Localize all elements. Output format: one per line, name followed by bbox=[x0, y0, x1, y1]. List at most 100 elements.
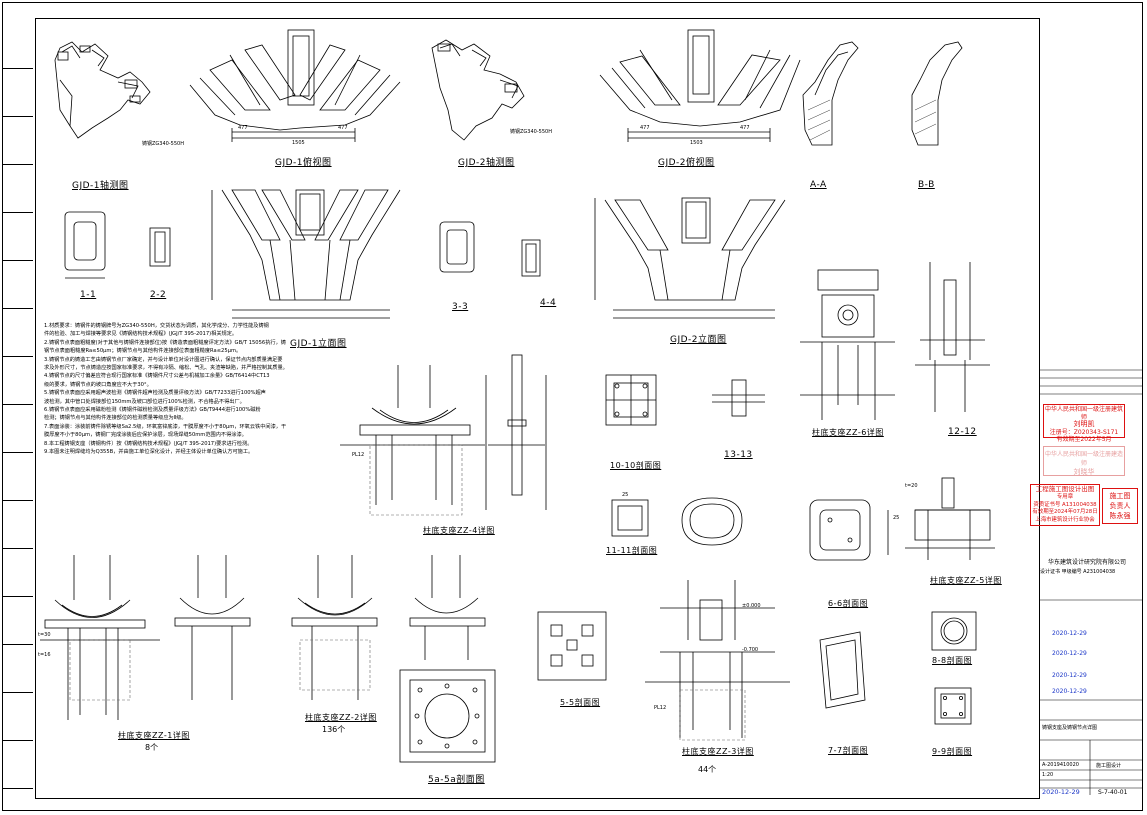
section-1111-figure bbox=[611, 499, 649, 537]
caption-section-77: 7-7剖面图 bbox=[828, 746, 869, 755]
caption-section-aa: A-A bbox=[810, 180, 827, 190]
dim-1503: 1503 bbox=[690, 140, 703, 146]
zz3-figure bbox=[645, 580, 790, 738]
registered-engineer-stamp: 中华人民共和国一级注册建筑师 刘明凯 注册号：Z020343-S171 有效期至… bbox=[1043, 404, 1125, 444]
note-line: 钢节点表面粗糙度Ra≤50μm；铸钢节点与其他构件连接部位表面粗糙度Ra≤25μ… bbox=[44, 348, 242, 355]
dim-477a: 477 bbox=[238, 125, 248, 131]
section-1212-figure bbox=[915, 262, 990, 412]
note-line: 4.铸钢节点的尺寸偏差应符合现行国家标准《铸钢件尺寸公差与机械加工余量》GB/T… bbox=[44, 373, 270, 380]
note-line: 3.铸钢节点的铸造工艺由铸钢节点厂家确定，并与设计单位对设计图进行确认，保证节点… bbox=[44, 356, 283, 363]
caption-section-44: 4-4 bbox=[540, 298, 557, 308]
caption-section-bb: B-B bbox=[918, 180, 935, 190]
note-line: 9.本图未注明焊缝均为Q355B，并由施工单位深化设计，并经主体设计单位确认方可… bbox=[44, 449, 254, 456]
zz1-figure bbox=[40, 555, 160, 720]
drawing-title: 铸钢支座及铸钢节点详图 bbox=[1042, 725, 1098, 731]
design-certificate: 设计证书 甲级编号 A231004038 bbox=[1040, 569, 1116, 575]
caption-section-33: 3-3 bbox=[452, 302, 469, 312]
zz3-count: 44个 bbox=[698, 765, 717, 774]
design-phase: 施工图设计 bbox=[1096, 763, 1122, 769]
sign-date: 2020-12-29 bbox=[1052, 630, 1087, 637]
material-label-1: 铸钢ZG340-550H bbox=[142, 141, 184, 147]
label-elev-2: -0.700 bbox=[742, 647, 759, 653]
caption-section-22: 2-2 bbox=[150, 290, 167, 300]
label-rod-a: 25 bbox=[622, 492, 629, 498]
caption-zz6: 柱底支座ZZ-6详图 bbox=[812, 428, 884, 437]
gjd1-elevation-figure bbox=[211, 189, 401, 319]
label-t20: t=20 bbox=[905, 483, 918, 489]
section-1313-figure bbox=[712, 379, 765, 417]
note-line: 7.表面涂装：涂装前铸件除锈等级Sa2.5级，环氧富锌底漆，干膜厚度不小于80μ… bbox=[44, 423, 287, 430]
note-line: 级的要求，铸钢节点的坡口角度应不大于30°。 bbox=[44, 381, 152, 388]
caption-section-1111: 11-11剖面图 bbox=[606, 546, 658, 555]
section-1111-profile bbox=[681, 497, 743, 546]
caption-section-1212: 12-12 bbox=[948, 427, 977, 437]
section-77-figure bbox=[819, 631, 866, 709]
caption-section-99: 9-9剖面图 bbox=[932, 747, 973, 756]
sign-date: 2020-12-29 bbox=[1052, 672, 1087, 679]
caption-gjd2-axo: GJD-2轴测图 bbox=[458, 158, 515, 168]
issue-date: 2020-12-29 bbox=[1042, 788, 1080, 796]
section-88-figure bbox=[931, 611, 977, 651]
label-rod-b: 25 bbox=[893, 515, 900, 521]
caption-section-5a5a: 5a-5a剖面图 bbox=[428, 775, 485, 785]
zz1-side-figure bbox=[174, 555, 251, 700]
section-44-figure bbox=[521, 239, 541, 277]
zz2-figure bbox=[291, 555, 378, 700]
caption-zz3: 柱底支座ZZ-3详图 bbox=[682, 747, 754, 756]
caption-gjd2-elevation: GJD-2立面图 bbox=[670, 335, 727, 345]
note-line: 8.本工程铸钢支座（铸钢构件）按《铸钢结构技术规程》(JGJ/T 395-201… bbox=[44, 440, 253, 447]
caption-gjd1-plan: GJD-1俯视图 bbox=[275, 158, 332, 168]
note-line: 2.铸钢节点表面粗糙度(对于其他与铸钢件连接部位)按《铸造表面粗糙度评定方法》G… bbox=[44, 339, 286, 346]
company-name: 华东建筑设计研究院有限公司 bbox=[1048, 559, 1127, 566]
note-line: 6.铸钢节点表面应采用磁粉检测《铸钢件磁粉检测及质量评级方法》GB/T9444进… bbox=[44, 407, 261, 414]
project-number: A-2019410020 bbox=[1042, 762, 1079, 768]
section-66-figure bbox=[809, 499, 889, 561]
label-t16: t=16 bbox=[38, 652, 51, 658]
gjd1-axo-figure bbox=[54, 41, 151, 139]
sign-date: 2020-12-29 bbox=[1052, 688, 1087, 695]
zz6-figure bbox=[800, 269, 895, 420]
caption-zz5: 柱底支座ZZ-5详图 bbox=[930, 576, 1002, 585]
gjd1-plan-figure bbox=[189, 29, 401, 142]
registered-constructor-stamp: 中华人民共和国一级注册建造师 刘晓华 bbox=[1043, 446, 1125, 476]
gjd2-plan-figure bbox=[599, 29, 801, 142]
note-line: 膜厚度不小于80μm，铸钢厂完成涂装后应保护涂层，现场焊缝50mm范围内不得涂漆… bbox=[44, 432, 247, 439]
section-1010-figure bbox=[605, 374, 657, 426]
responsible-person-stamp: 施工图 负责人 陈永强 bbox=[1102, 488, 1138, 524]
sign-date: 2020-12-29 bbox=[1052, 650, 1087, 657]
caption-section-55: 5-5剖面图 bbox=[560, 698, 601, 707]
design-seal-stamp: 工程施工图设计出图 专用章 资质证书号 A131004038 有效期至2024年… bbox=[1030, 484, 1100, 526]
caption-section-66: 6-6剖面图 bbox=[828, 599, 869, 608]
general-notes: 1.材质要求：铸钢件的铸钢牌号为ZG340-550H，交货状态为调质，其化学成分… bbox=[44, 322, 288, 457]
caption-section-1010: 10-10剖面图 bbox=[610, 461, 662, 470]
caption-gjd1-axo: GJD-1轴测图 bbox=[72, 181, 129, 191]
section-99-figure bbox=[934, 687, 972, 725]
caption-zz1: 柱底支座ZZ-1详图 bbox=[118, 731, 190, 740]
label-pl12-a: PL12 bbox=[352, 452, 365, 458]
note-line: 检测；铸钢节点与其他构件连接部位的检测质量等级应为Ⅱ级。 bbox=[44, 415, 187, 422]
note-line: 求及外形尺寸，节点铸造应按国家标准要求，不得有冷隔、缩松、气孔、夹渣等缺陷，并严… bbox=[44, 365, 288, 372]
dim-477d: 477 bbox=[740, 125, 750, 131]
pile-outlines bbox=[69, 444, 746, 741]
gjd2-elevation-figure bbox=[594, 197, 786, 319]
zz5-figure bbox=[905, 477, 995, 560]
dim-477b: 477 bbox=[338, 125, 348, 131]
section-5a5a-figure bbox=[399, 669, 496, 763]
note-line: 波检测，其中管口处焊接部位150mm及坡口部位进行100%检测，不合格品不得出厂… bbox=[44, 398, 245, 405]
zz2-count: 136个 bbox=[322, 725, 346, 734]
note-line: 件的检验、加工与焊接等要求见《铸钢结构技术规程》(JGJ/T 395-2017)… bbox=[44, 331, 238, 338]
caption-gjd2-plan: GJD-2俯视图 bbox=[658, 158, 715, 168]
zz4-figure bbox=[340, 354, 547, 510]
binding-strip bbox=[3, 20, 33, 795]
caption-zz2: 柱底支座ZZ-2详图 bbox=[305, 713, 377, 722]
dim-477c: 477 bbox=[640, 125, 650, 131]
caption-zz4: 柱底支座ZZ-4详图 bbox=[423, 526, 495, 535]
dim-1505: 1505 bbox=[292, 140, 305, 146]
drawing-frame bbox=[35, 18, 1040, 799]
caption-section-11: 1-1 bbox=[80, 290, 97, 300]
caption-section-88: 8-8剖面图 bbox=[932, 656, 973, 665]
zz2-side-figure bbox=[409, 555, 486, 660]
